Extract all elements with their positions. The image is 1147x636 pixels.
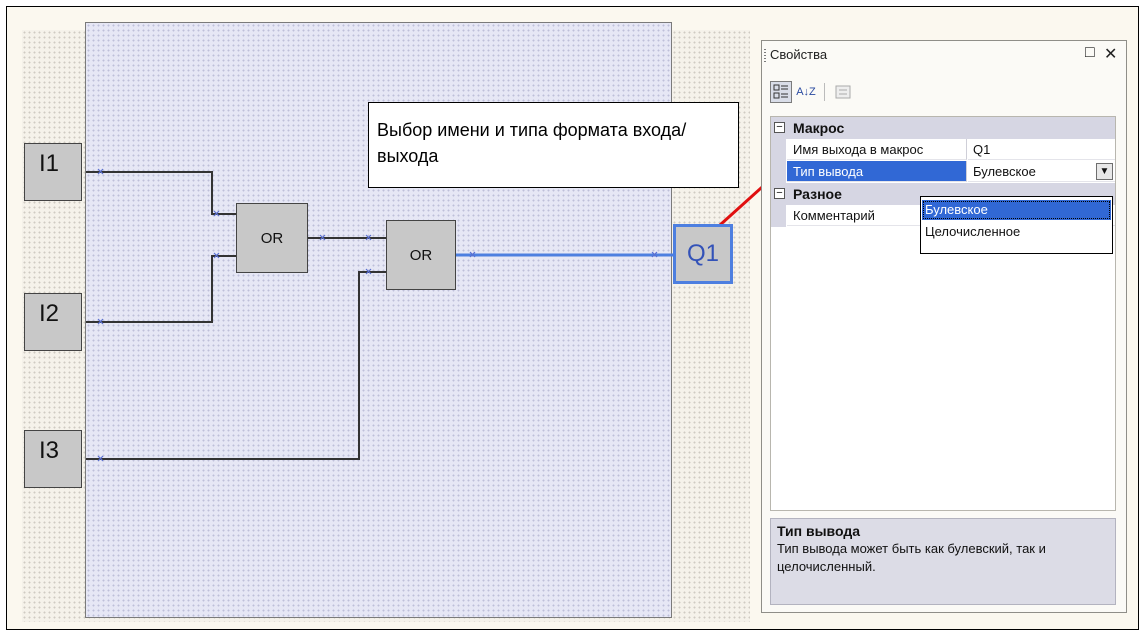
input-block-i3[interactable]: I3 <box>24 430 82 488</box>
alphabetical-button[interactable]: A↓Z <box>795 81 817 103</box>
row-gutter <box>771 205 786 227</box>
category-macro[interactable]: − Макрос <box>771 117 1115 139</box>
output-block-q1[interactable]: Q1 <box>673 224 733 284</box>
property-value[interactable]: Q1 <box>968 139 1115 160</box>
row-gutter <box>771 139 786 161</box>
properties-panel: Свойства □ ✕ A↓Z − Макрос Имя выхода в м… <box>761 40 1127 613</box>
dropdown-option-boolean[interactable]: Булевское <box>922 200 1111 220</box>
property-grid: − Макрос Имя выхода в макрос Q1 Тип выво… <box>770 116 1116 511</box>
category-label: Макрос <box>793 120 845 136</box>
property-row-output-name[interactable]: Имя выхода в макрос Q1 <box>771 139 1115 161</box>
maximize-button[interactable]: □ <box>1085 44 1095 61</box>
or-gate-2[interactable]: OR <box>386 220 456 290</box>
categorized-button[interactable] <box>770 81 792 103</box>
panel-title: Свойства <box>770 47 828 62</box>
sort-az-icon: A↓Z <box>796 86 816 98</box>
close-button[interactable]: ✕ <box>1104 46 1118 63</box>
dropdown-arrow-button[interactable]: ▼ <box>1096 163 1113 180</box>
property-row-output-type[interactable]: Тип вывода Булевское ▼ <box>771 161 1115 183</box>
input-block-i1[interactable]: I1 <box>24 143 82 201</box>
property-name: Тип вывода <box>787 161 967 182</box>
collapse-toggle[interactable]: − <box>774 122 785 133</box>
property-pages-button[interactable] <box>832 81 854 103</box>
toolbar-separator <box>824 83 825 101</box>
categorized-icon <box>773 84 788 99</box>
description-text: Тип вывода может быть как булевский, так… <box>777 541 1046 574</box>
gate-label: OR <box>409 246 433 264</box>
selected-value: Булевское <box>973 164 1036 179</box>
input-label: I3 <box>39 437 60 464</box>
callout-box: Выбор имени и типа формата входа/выхода <box>368 102 739 188</box>
callout-text: Выбор имени и типа формата входа/выхода <box>377 120 687 166</box>
property-value-select[interactable]: Булевское ▼ <box>968 161 1115 182</box>
collapse-toggle[interactable]: − <box>774 188 785 199</box>
description-pane: Тип вывода Тип вывода может быть как бул… <box>770 518 1116 605</box>
gate-label: OR <box>260 229 284 247</box>
property-pages-icon <box>835 85 851 99</box>
row-gutter <box>771 161 786 183</box>
property-name: Имя выхода в макрос <box>787 139 967 160</box>
or-gate-1[interactable]: OR <box>236 203 308 273</box>
category-label: Разное <box>793 186 842 202</box>
input-label: I1 <box>39 150 60 177</box>
description-title: Тип вывода <box>777 523 860 539</box>
input-label: I2 <box>39 300 60 327</box>
dropdown-option-integer[interactable]: Целочисленное <box>925 224 1021 239</box>
output-label: Q1 <box>686 240 719 267</box>
chevron-down-icon: ▼ <box>1099 166 1110 177</box>
output-type-dropdown-list: Булевское Целочисленное <box>920 196 1113 254</box>
drag-grip[interactable] <box>764 49 766 63</box>
input-block-i2[interactable]: I2 <box>24 293 82 351</box>
